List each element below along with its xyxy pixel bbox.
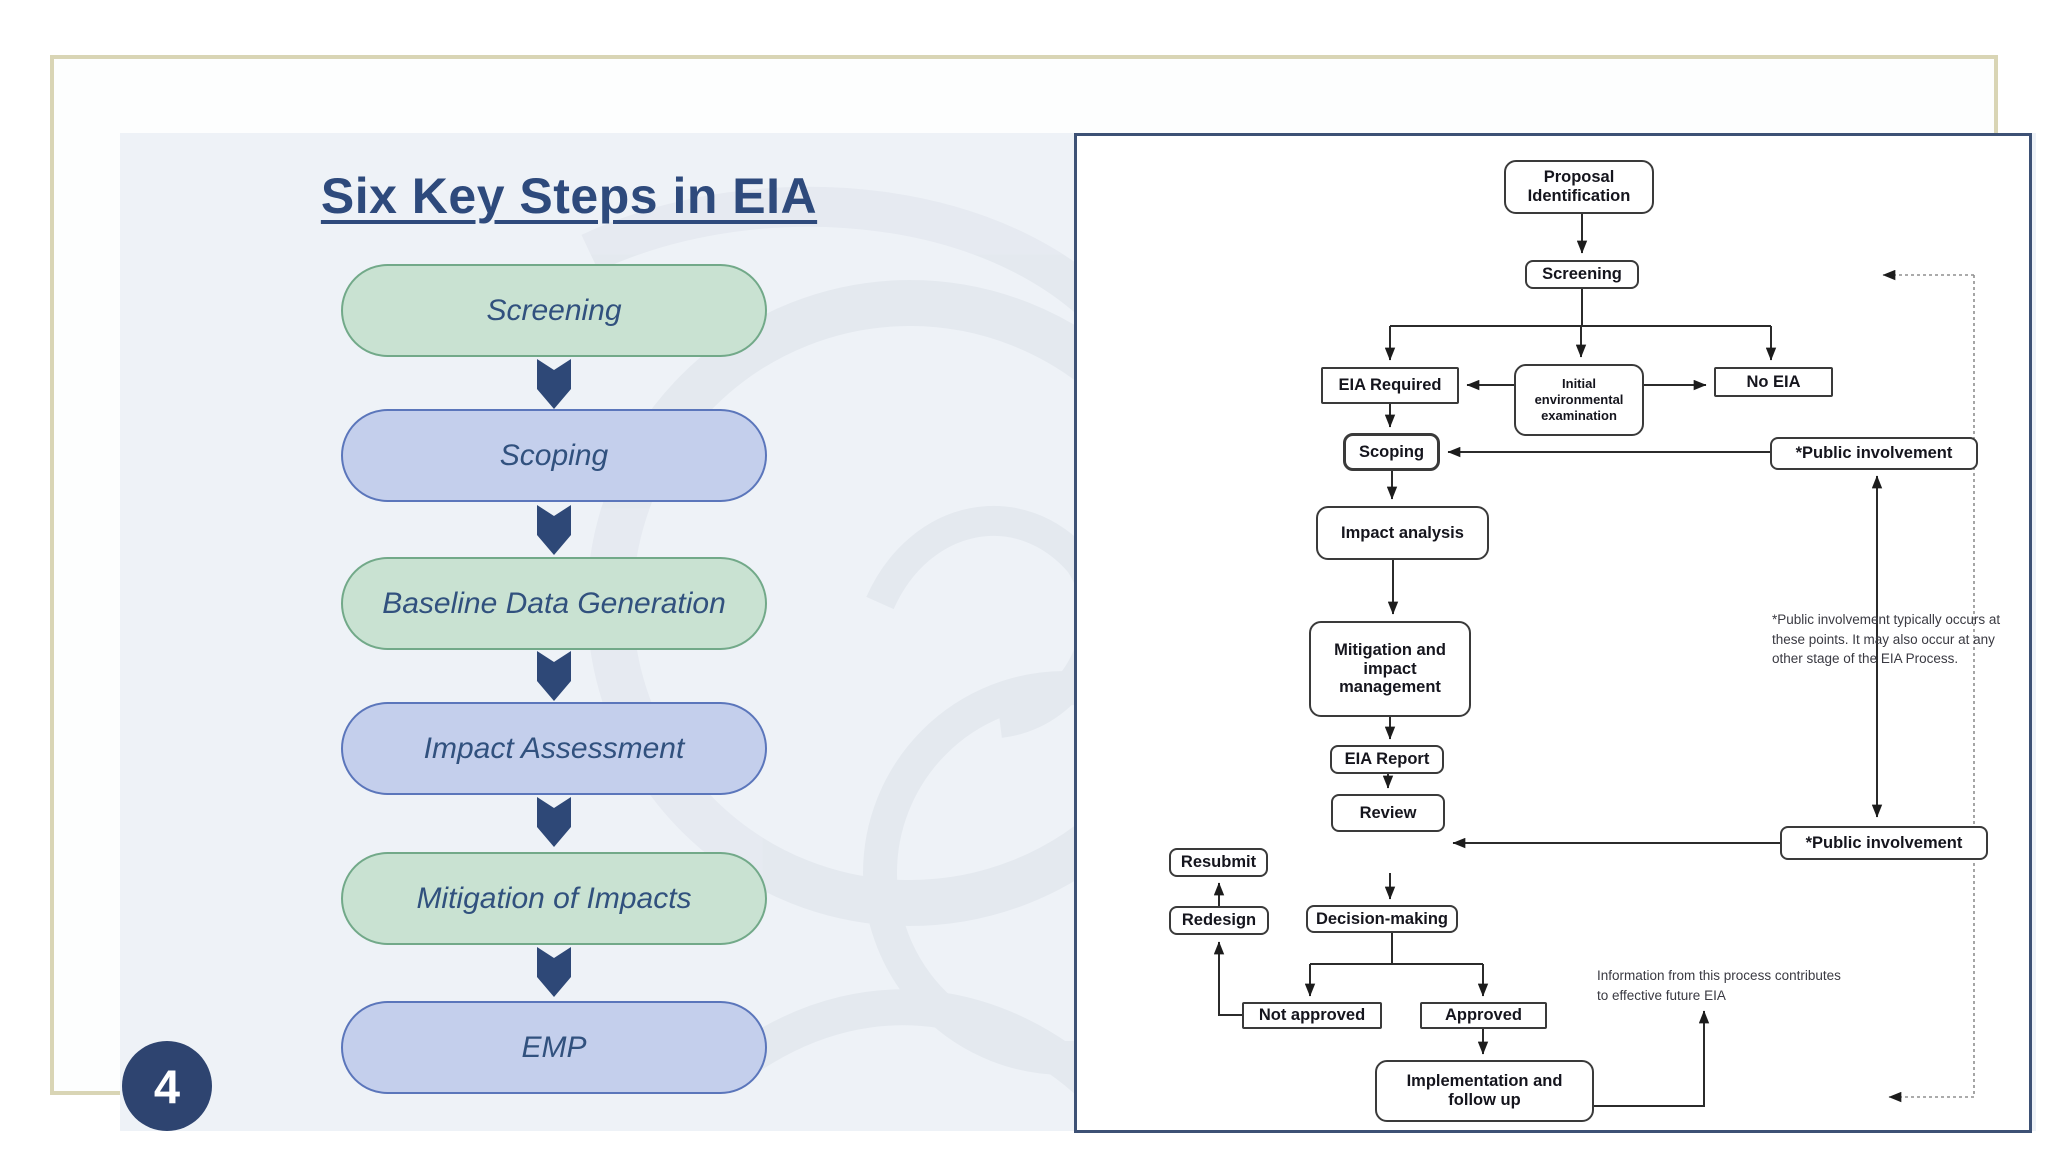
flow-node-implementation-and-follow-up: Implementation and follow up	[1375, 1060, 1594, 1122]
flow-node-no-eia: No EIA	[1714, 367, 1833, 397]
step-label: Mitigation of Impacts	[416, 881, 692, 915]
step-pill-impact-assessment: Impact Assessment	[341, 702, 767, 795]
flow-node-public-involvement-top: *Public involvement	[1770, 437, 1978, 470]
flow-node-mitigation-and-impact-management: Mitigation and impact management	[1309, 621, 1471, 717]
flow-node-decision-making: Decision-making	[1306, 905, 1458, 933]
flowchart-connectors	[1213, 214, 1975, 1107]
flow-node-redesign: Redesign	[1169, 906, 1269, 935]
flow-node-proposal-identification: Proposal Identification	[1504, 160, 1654, 214]
public-involvement-note: *Public involvement typically occurs at …	[1772, 612, 2001, 667]
flow-node-eia-required: EIA Required	[1321, 367, 1459, 404]
step-pill-emp: EMP	[341, 1001, 767, 1094]
page-number-badge: 4	[122, 1041, 212, 1131]
step-label: Screening	[486, 293, 622, 327]
flow-node-initial-environmental-examination: Initial environmental examination	[1514, 364, 1644, 436]
flow-node-not-approved: Not approved	[1242, 1002, 1382, 1029]
flow-node-review: Review	[1331, 794, 1445, 832]
step-pill-mitigation: Mitigation of Impacts	[341, 852, 767, 945]
page-number: 4	[153, 1059, 181, 1113]
step-label: Impact Assessment	[423, 731, 685, 765]
flowchart-panel: Proposal Identification Screening EIA Re…	[1074, 133, 2032, 1133]
slide-frame: Six Key Steps in EIA Screening Scoping B…	[50, 55, 2036, 1133]
step-label: EMP	[521, 1030, 587, 1064]
flow-node-approved: Approved	[1420, 1002, 1547, 1029]
flow-node-screening: Screening	[1525, 260, 1639, 289]
flow-node-impact-analysis: Impact analysis	[1316, 506, 1489, 560]
flow-node-scoping: Scoping	[1343, 433, 1440, 471]
step-label: Baseline Data Generation	[382, 586, 726, 620]
flow-node-public-involvement-bottom: *Public involvement	[1780, 826, 1988, 860]
step-pill-scoping: Scoping	[341, 409, 767, 502]
future-eia-note: Information from this process contribute…	[1597, 968, 1841, 1003]
step-pill-screening: Screening	[341, 264, 767, 357]
step-pill-baseline-data: Baseline Data Generation	[341, 557, 767, 650]
flow-node-eia-report: EIA Report	[1330, 745, 1444, 774]
flow-node-resubmit: Resubmit	[1169, 848, 1268, 877]
step-label: Scoping	[499, 438, 609, 472]
slide-title: Six Key Steps in EIA	[320, 168, 818, 224]
